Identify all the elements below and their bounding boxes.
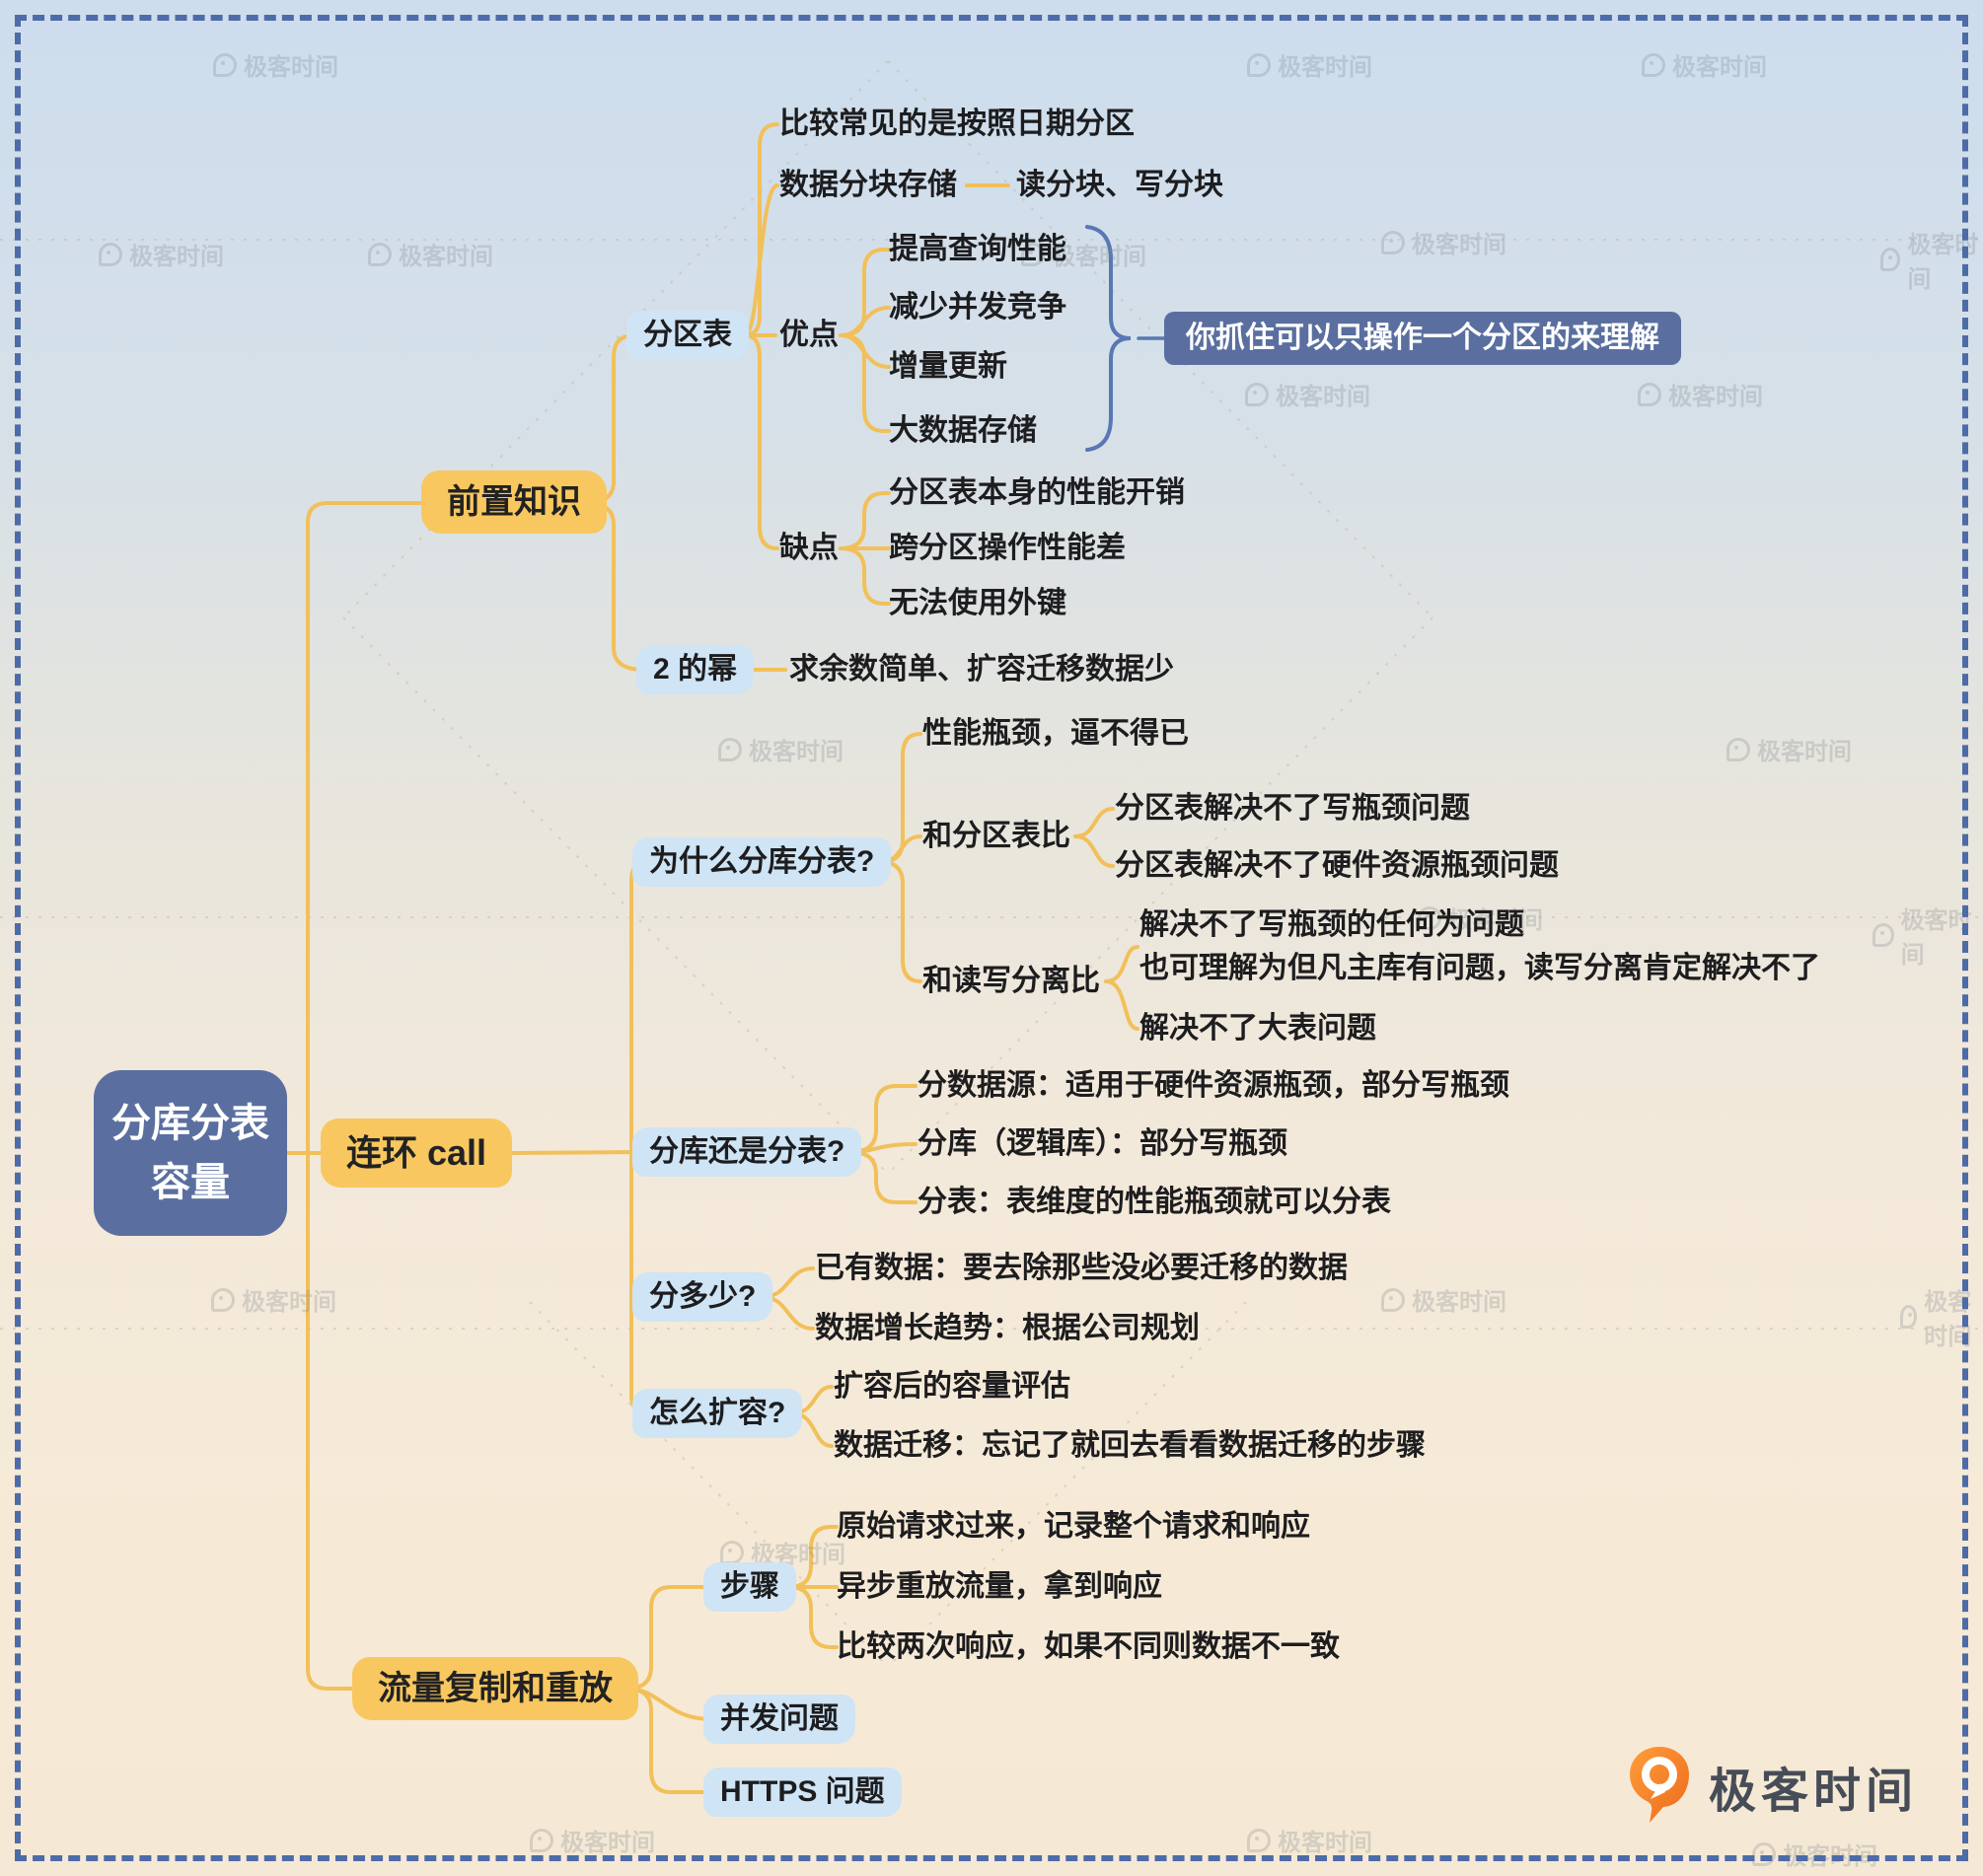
leaf-disadvantage-cross-partition[interactable]: 跨分区操作性能差 <box>889 532 1126 564</box>
leaf-split-datasource[interactable]: 分数据源：适用于硬件资源瓶颈，部分写瓶颈 <box>918 1069 1509 1102</box>
node-how-many[interactable]: 分多少? <box>632 1272 773 1322</box>
node-advantages[interactable]: 优点 <box>779 319 839 351</box>
node-vs-read-write-split[interactable]: 和读写分离比 <box>922 965 1100 997</box>
geektime-logo-icon <box>1630 1747 1689 1823</box>
root-node[interactable]: 分库分表 容量 <box>94 1070 287 1236</box>
leaf-partition-by-date[interactable]: 比较常见的是按照日期分区 <box>779 108 1135 140</box>
node-concurrency-issue[interactable]: 并发问题 <box>703 1695 855 1744</box>
leaf-chunk-read-write[interactable]: 读分块、写分块 <box>1016 169 1223 201</box>
root-label-line2: 容量 <box>151 1161 230 1204</box>
leaf-vs-rw-line2: 也可理解为但凡主库有问题，读写分离肯定解决不了 <box>1139 952 1820 984</box>
node-db-or-table[interactable]: 分库还是分表? <box>632 1127 862 1177</box>
leaf-existing-data[interactable]: 已有数据：要去除那些没必要迁移的数据 <box>815 1252 1348 1284</box>
root-label-line1: 分库分表 <box>111 1102 269 1145</box>
node-steps[interactable]: 步骤 <box>703 1562 796 1612</box>
node-how-to-scale[interactable]: 怎么扩容? <box>632 1389 803 1438</box>
leaf-step-record-request[interactable]: 原始请求过来，记录整个请求和响应 <box>837 1510 1310 1543</box>
node-partition-table[interactable]: 分区表 <box>626 311 749 360</box>
branch-traffic-replay[interactable]: 流量复制和重放 <box>352 1657 638 1720</box>
leaf-vs-rw-line1: 解决不了写瓶颈的任何为问题 <box>1139 908 1524 941</box>
leaf-split-table[interactable]: 分表：表维度的性能瓶颈就可以分表 <box>918 1186 1391 1218</box>
leaf-advantage-concurrency[interactable]: 减少并发竞争 <box>889 291 1066 324</box>
leaf-advantage-query[interactable]: 提高查询性能 <box>889 233 1066 265</box>
geektime-logo-text: 极客时间 <box>1709 1766 1919 1818</box>
brace-youdian <box>1085 225 1174 452</box>
leaf-vs-partition-write[interactable]: 分区表解决不了写瓶颈问题 <box>1115 792 1470 825</box>
leaf-capacity-evaluation[interactable]: 扩容后的容量评估 <box>834 1370 1070 1403</box>
node-power-of-two[interactable]: 2 的幂 <box>636 645 755 694</box>
branch-qianzhi[interactable]: 前置知识 <box>421 470 607 534</box>
leaf-step-compare-responses[interactable]: 比较两次响应，如果不同则数据不一致 <box>837 1630 1340 1663</box>
node-vs-partition-table[interactable]: 和分区表比 <box>922 820 1070 852</box>
leaf-split-logical-db[interactable]: 分库（逻辑库）：部分写瓶颈 <box>918 1127 1287 1160</box>
leaf-performance-bottleneck[interactable]: 性能瓶颈，逼不得已 <box>922 717 1189 750</box>
leaf-data-migration[interactable]: 数据迁移：忘记了就回去看看数据迁移的步骤 <box>834 1429 1426 1462</box>
geektime-logo: 极客时间 <box>1628 1746 1918 1827</box>
leaf-disadvantage-foreign-key[interactable]: 无法使用外键 <box>889 587 1066 619</box>
leaf-advantage-incremental[interactable]: 增量更新 <box>889 350 1007 383</box>
note-single-partition[interactable]: 你抓住可以只操作一个分区的来理解 <box>1164 312 1681 365</box>
leaf-step-async-replay[interactable]: 异步重放流量，拿到响应 <box>837 1570 1162 1603</box>
leaf-advantage-bigdata[interactable]: 大数据存储 <box>889 414 1037 447</box>
node-disadvantages[interactable]: 缺点 <box>779 532 839 564</box>
leaf-vs-partition-hardware[interactable]: 分区表解决不了硬件资源瓶颈问题 <box>1115 849 1559 882</box>
leaf-disadvantage-overhead[interactable]: 分区表本身的性能开销 <box>889 476 1185 509</box>
leaf-vs-rw-big-table[interactable]: 解决不了大表问题 <box>1139 1012 1376 1045</box>
node-https-issue[interactable]: HTTPS 问题 <box>703 1768 902 1817</box>
leaf-chunk-storage[interactable]: 数据分块存储 <box>779 169 957 201</box>
leaf-power-of-two-benefit[interactable]: 求余数简单、扩容迁移数据少 <box>789 653 1174 685</box>
branch-lianhuan-call[interactable]: 连环 call <box>321 1118 513 1188</box>
leaf-growth-trend[interactable]: 数据增长趋势：根据公司规划 <box>815 1312 1200 1344</box>
leaf-vs-rw-write-bottleneck[interactable]: 解决不了写瓶颈的任何为问题 也可理解为但凡主库有问题，读写分离肯定解决不了 <box>1139 903 1820 990</box>
node-why-sharding[interactable]: 为什么分库分表? <box>632 837 892 887</box>
